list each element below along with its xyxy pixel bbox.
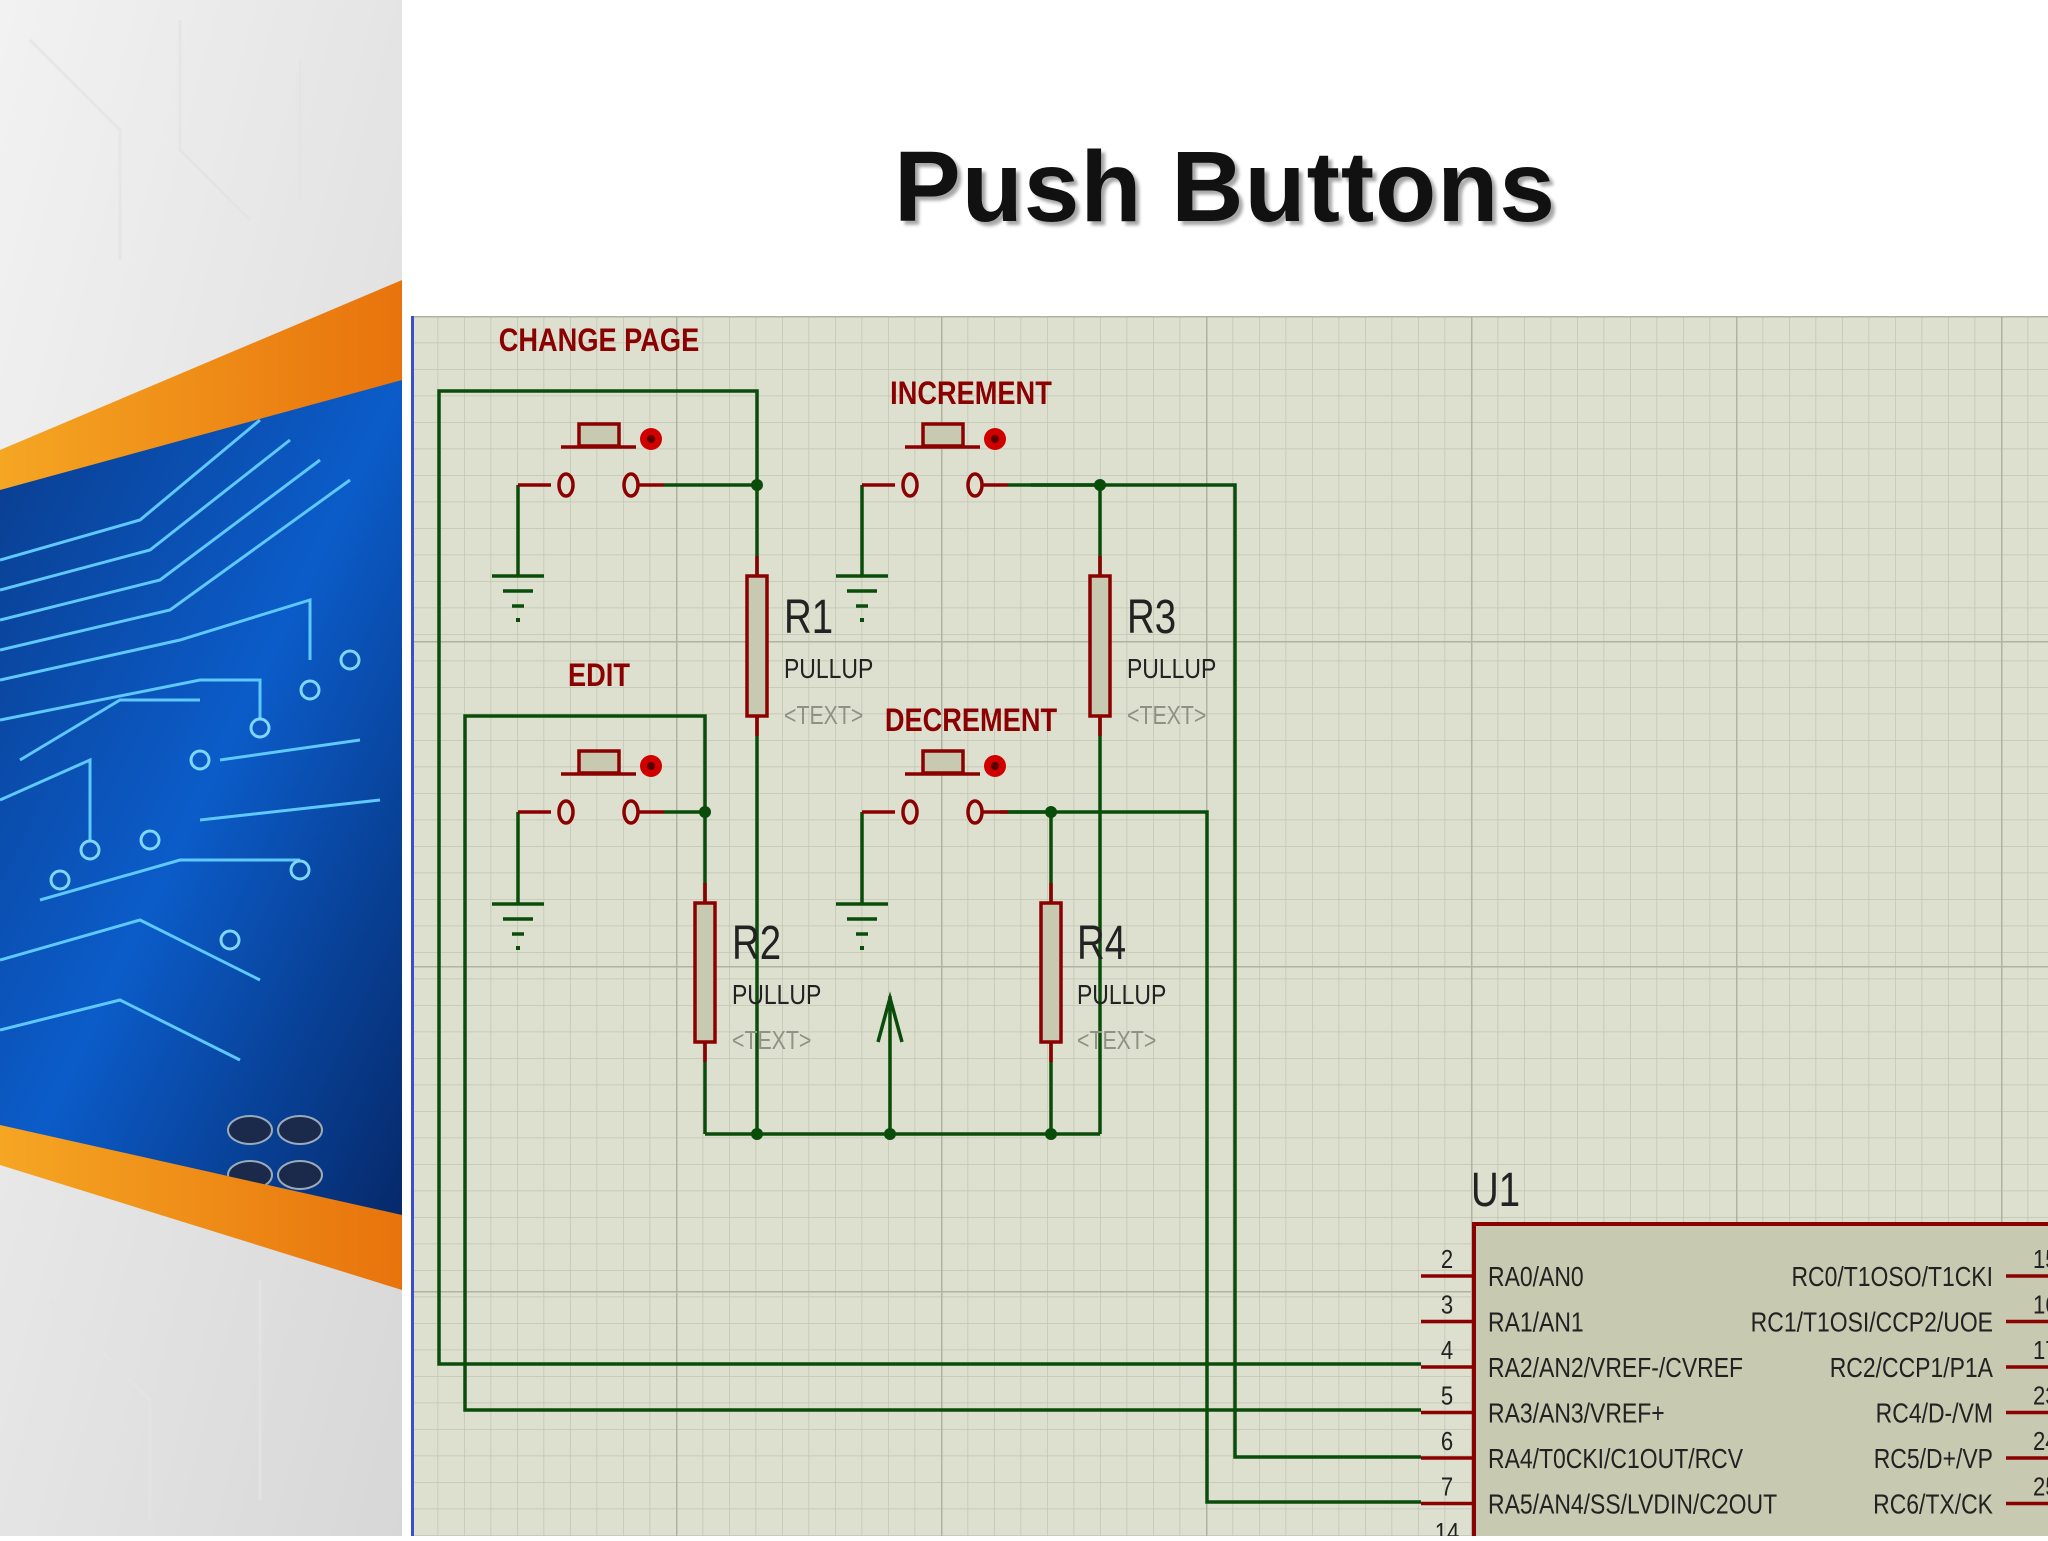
ic-pin-name: RA1/AN1	[1488, 1307, 1584, 1338]
junction-dots	[699, 479, 1106, 1140]
ic-pin-number: 16	[2033, 1291, 2048, 1320]
resistor-text: <TEXT>	[784, 701, 863, 731]
resistor-value: PULLUP	[732, 980, 821, 1011]
push-button-increment[interactable]: INCREMENT	[862, 376, 1052, 498]
resistor-ref: R1	[784, 591, 833, 644]
ground-symbol	[836, 574, 888, 622]
ic-pin-number: 14	[1435, 1518, 1460, 1536]
ic-pin-number: 4	[1441, 1336, 1453, 1365]
resistor-value: PULLUP	[1077, 980, 1166, 1011]
resistor-r3[interactable]: R3 PULLUP <TEXT>	[1088, 556, 1216, 736]
ic-pin-name: RC4/D-/VM	[1876, 1398, 1993, 1429]
resistor-r2[interactable]: R2 PULLUP <TEXT>	[693, 883, 821, 1062]
ic-pin-number: 6	[1441, 1427, 1453, 1456]
ic-pin-name: RA2/AN2/VREF-/CVREF	[1488, 1353, 1743, 1384]
schematic-canvas[interactable]: CHANGE PAGE INCREMENT	[411, 316, 2048, 1541]
resistor-text: <TEXT>	[732, 1026, 811, 1056]
push-button-decrement[interactable]: DECREMENT	[862, 703, 1057, 825]
wires	[437, 389, 1421, 1504]
ic-pin-number: 2	[1441, 1245, 1453, 1274]
button-label-increment: INCREMENT	[890, 376, 1052, 412]
push-button-change-page[interactable]: CHANGE PAGE	[499, 323, 699, 498]
button-label-edit: EDIT	[568, 658, 630, 694]
ic-pin-number: 5	[1441, 1382, 1453, 1411]
ic-pin-number: 7	[1441, 1473, 1453, 1502]
ic-pin-number: 24	[2033, 1427, 2048, 1456]
ground-symbol	[492, 574, 544, 622]
push-button-edit[interactable]: EDIT	[518, 658, 664, 825]
ic-pin-number: 23	[2033, 1382, 2048, 1411]
ic-pin-number: 15	[2033, 1245, 2048, 1274]
circuit-board-image	[0, 0, 402, 1536]
button-label-change-page: CHANGE PAGE	[499, 323, 699, 359]
slide-title: Push Buttons	[894, 131, 1556, 243]
resistor-text: <TEXT>	[1127, 701, 1206, 731]
ic-pin-name: RA0/AN0	[1488, 1262, 1584, 1293]
ic-ref: U1	[1471, 1164, 1520, 1217]
ic-pin-number: 3	[1441, 1291, 1453, 1320]
button-label-decrement: DECREMENT	[885, 703, 1057, 739]
ic-pin-number: 17	[2033, 1336, 2048, 1365]
ic-pin-name: RA5/AN4/SS/LVDIN/C2OUT	[1488, 1489, 1777, 1520]
resistor-text: <TEXT>	[1077, 1026, 1156, 1056]
resistor-r1[interactable]: R1 PULLUP <TEXT>	[745, 556, 873, 736]
ic-pin-number: 25	[2033, 1473, 2048, 1502]
ground-symbol	[836, 902, 888, 950]
ic-pin-name: RA4/T0CKI/C1OUT/RCV	[1488, 1444, 1743, 1475]
resistor-value: PULLUP	[784, 654, 873, 685]
resistor-value: PULLUP	[1127, 654, 1216, 685]
resistor-r4[interactable]: R4 PULLUP <TEXT>	[1039, 883, 1166, 1062]
resistor-ref: R4	[1077, 917, 1126, 970]
ic-pin-name: RC0/T1OSO/T1CKI	[1791, 1262, 1993, 1293]
resistor-ref: R3	[1127, 591, 1176, 644]
ground-symbol	[492, 902, 544, 950]
ic-pin-name: RC6/TX/CK	[1873, 1489, 1993, 1520]
resistor-ref: R2	[732, 917, 781, 970]
power-symbol	[876, 991, 904, 1043]
ic-pin-name: RC5/D+/VP	[1874, 1444, 1993, 1475]
ic-pin-name: RA3/AN3/VREF+	[1488, 1398, 1665, 1429]
ic-pin-name: RC2/CCP1/P1A	[1830, 1353, 1994, 1384]
ic-pin-name: RC1/T1OSI/CCP2/UOE	[1751, 1307, 1993, 1338]
